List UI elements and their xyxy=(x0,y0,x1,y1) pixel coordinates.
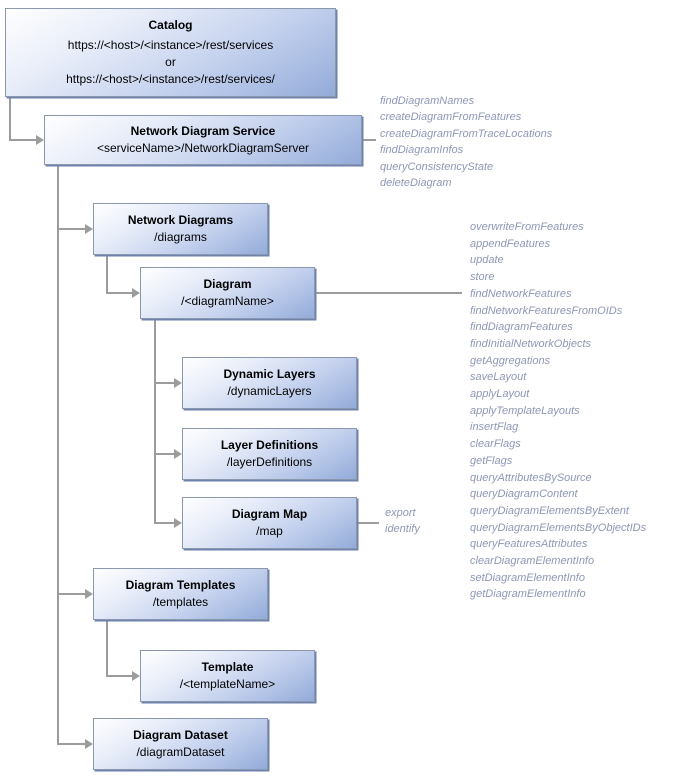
arrowhead-icon xyxy=(36,135,44,145)
node-subtitle: /templates xyxy=(152,595,209,609)
operation-label: applyLayout xyxy=(470,388,530,401)
arrowhead-icon xyxy=(85,739,93,749)
connector-line xyxy=(106,292,132,294)
operation-label: findDiagramFeatures xyxy=(470,321,573,334)
node-subtitle: <serviceName>/NetworkDiagramServer xyxy=(96,141,310,155)
operation-label: queryAttributesBySource xyxy=(470,471,592,484)
connector-line xyxy=(154,382,174,384)
operation-label: createDiagramFromFeatures xyxy=(380,111,522,124)
connector-line xyxy=(106,255,108,294)
service-operations-list: findDiagramNames createDiagramFromFeatur… xyxy=(380,93,552,191)
node-title: Diagram Templates xyxy=(125,578,236,592)
connector-line xyxy=(57,165,59,744)
operation-label: insertFlag xyxy=(470,421,519,434)
node-subtitle: /dynamicLayers xyxy=(227,384,312,398)
operation-label: clearFlags xyxy=(470,438,521,451)
node-title: Catalog xyxy=(148,17,193,32)
arrowhead-icon xyxy=(174,378,182,388)
operation-label: export xyxy=(385,507,416,519)
node-subtitle: /<templateName> xyxy=(179,677,276,691)
network-diagram-service-node: Network Diagram Service <serviceName>/Ne… xyxy=(44,115,362,165)
operation-label: queryFeaturesAttributes xyxy=(470,538,588,551)
node-title: Network Diagrams xyxy=(127,213,234,227)
operation-label: saveLayout xyxy=(470,371,527,384)
operation-label: queryConsistencyState xyxy=(380,160,494,173)
or-label: or xyxy=(165,54,176,69)
connector-line xyxy=(362,139,376,141)
node-subtitle: /layerDefinitions xyxy=(226,455,313,469)
operation-label: overwriteFromFeatures xyxy=(470,221,584,233)
operation-label: clearDiagramElementInfo xyxy=(470,555,595,568)
arrowhead-icon xyxy=(132,671,140,681)
connector-line xyxy=(57,743,85,745)
operation-label: queryDiagramElementsByExtent xyxy=(470,504,629,517)
connector-line xyxy=(57,593,85,595)
diagram-operations-list: overwriteFromFeatures appendFeatures upd… xyxy=(470,219,646,603)
operation-label: update xyxy=(470,254,504,267)
layer-definitions-node: Layer Definitions /layerDefinitions xyxy=(182,428,357,480)
operation-label: queryDiagramElementsByObjectIDs xyxy=(470,521,647,534)
catalog-url: https://<host>/<instance>/rest/services/ xyxy=(66,71,275,86)
template-node: Template /<templateName> xyxy=(140,650,315,702)
connector-line xyxy=(9,97,11,141)
operation-label: getDiagramElementInfo xyxy=(470,588,586,601)
arrowhead-icon xyxy=(132,288,140,298)
node-subtitle: /diagramDataset xyxy=(136,745,225,759)
operation-label: findInitialNetworkObjects xyxy=(470,337,592,350)
node-title: Diagram xyxy=(203,277,252,291)
operation-label: createDiagramFromTraceLocations xyxy=(380,127,553,140)
operation-label: deleteDiagram xyxy=(380,177,452,190)
network-diagrams-node: Network Diagrams /diagrams xyxy=(93,203,268,255)
connector-line xyxy=(154,522,174,524)
node-title: Diagram Dataset xyxy=(133,728,228,742)
connector-line xyxy=(106,675,132,677)
operation-label: applyTemplateLayouts xyxy=(470,404,580,417)
diagram-map-node: Diagram Map /map xyxy=(182,497,357,549)
diagram-templates-node: Diagram Templates /templates xyxy=(93,568,268,620)
operation-label: findNetworkFeaturesFromOIDs xyxy=(470,304,623,317)
map-operations-list: export identify xyxy=(385,505,420,537)
node-title: Template xyxy=(201,660,254,674)
connector-line xyxy=(154,453,174,455)
catalog-node: Catalog https://<host>/<instance>/rest/s… xyxy=(5,8,336,97)
dynamic-layers-node: Dynamic Layers /dynamicLayers xyxy=(182,357,357,409)
connector-line xyxy=(57,228,85,230)
connector-line xyxy=(357,522,379,524)
operation-label: store xyxy=(470,271,495,284)
node-title: Diagram Map xyxy=(231,507,308,521)
operation-label: queryDiagramContent xyxy=(470,488,578,501)
operation-label: findDiagramNames xyxy=(380,95,475,107)
node-title: Network Diagram Service xyxy=(130,124,276,138)
node-subtitle: /diagrams xyxy=(154,230,207,244)
operation-label: findDiagramInfos xyxy=(380,144,464,157)
node-subtitle: /map xyxy=(256,524,283,538)
operation-label: identify xyxy=(385,523,420,535)
connector-line xyxy=(154,319,156,524)
operation-label: findNetworkFeatures xyxy=(470,287,572,300)
catalog-url: https://<host>/<instance>/rest/services xyxy=(67,37,274,52)
arrowhead-icon xyxy=(85,589,93,599)
arrowhead-icon xyxy=(85,224,93,234)
diagram-dataset-node: Diagram Dataset /diagramDataset xyxy=(93,718,268,770)
node-title: Dynamic Layers xyxy=(223,367,316,381)
connector-line xyxy=(106,620,108,677)
node-subtitle: /<diagramName> xyxy=(181,294,274,308)
arrowhead-icon xyxy=(174,518,182,528)
operation-label: setDiagramElementInfo xyxy=(470,571,585,584)
connector-line xyxy=(315,292,462,294)
diagram-node: Diagram /<diagramName> xyxy=(140,267,315,319)
connector-line xyxy=(9,139,36,141)
operation-label: getAggregations xyxy=(470,354,551,367)
arrowhead-icon xyxy=(174,449,182,459)
node-title: Layer Definitions xyxy=(220,438,319,452)
operation-label: getFlags xyxy=(470,454,513,467)
operation-label: appendFeatures xyxy=(470,237,551,250)
